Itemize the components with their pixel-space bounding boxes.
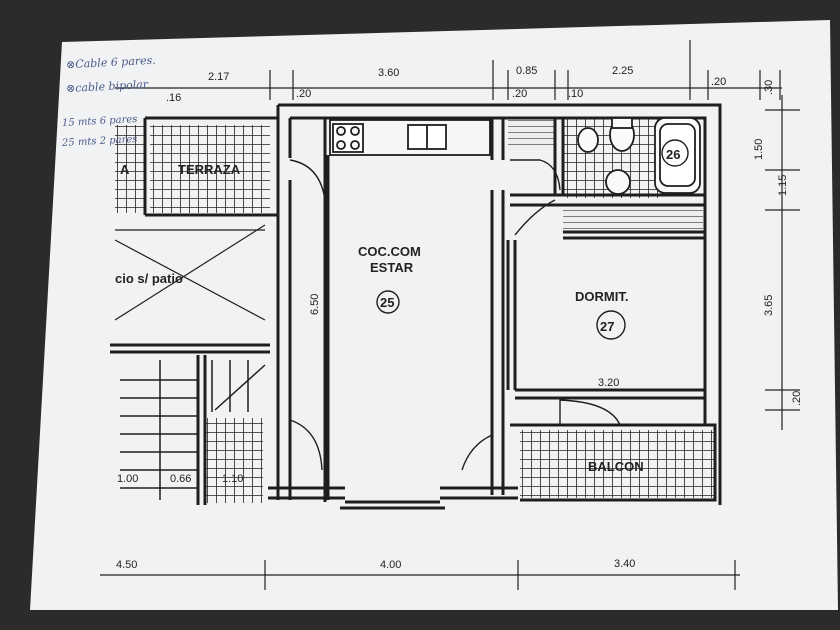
dim-top-5: .20 <box>512 88 527 100</box>
dim-top-4: 3.60 <box>378 67 399 79</box>
balcon-floor <box>520 430 715 498</box>
stair-landing-floor <box>205 418 263 503</box>
dim-top-9: .20 <box>711 76 726 88</box>
stairs <box>120 360 266 500</box>
pantry-hatch <box>508 118 556 150</box>
paper-sheet <box>30 20 838 610</box>
dim-top-7: .10 <box>568 88 583 100</box>
dim-top-8: 2.25 <box>612 65 633 77</box>
walls <box>110 103 722 510</box>
kitchen-counter <box>329 119 491 156</box>
dim-bottom-1: 4.50 <box>116 559 137 571</box>
room-25-circle <box>376 290 400 314</box>
dim-top-2: .16 <box>166 92 181 104</box>
dim-top-6: 0.85 <box>516 65 537 77</box>
kitchen-label-2: ESTAR <box>370 260 414 275</box>
dim-bottom-2: 4.00 <box>380 559 401 571</box>
patio-label: cio s/ patio <box>115 271 183 286</box>
top-dimension-line <box>115 40 782 100</box>
dim-bottom-3: 3.40 <box>614 558 635 570</box>
dormit-label: DORMIT. <box>575 289 628 304</box>
closet-hatch <box>563 202 703 234</box>
bottom-dimension-line <box>100 560 740 590</box>
balcon-label: BALCON <box>588 459 644 474</box>
kitchen-label-1: COC.COM <box>358 244 421 259</box>
dim-dormit-width: 3.20 <box>598 377 619 389</box>
dim-top-3: .20 <box>296 88 311 100</box>
dim-top-1: 2.17 <box>208 71 229 83</box>
terraza-floor <box>150 125 270 213</box>
dim-lower-left-3: 1.10 <box>222 473 243 485</box>
bath-number: 26 <box>666 147 680 162</box>
dormit-number: 27 <box>600 319 614 334</box>
kitchen-number: 25 <box>380 295 394 310</box>
dim-right-2: 1.15 <box>777 175 789 196</box>
room-26-circle <box>661 139 689 167</box>
dim-top-10: .30 <box>763 80 775 95</box>
door-swings <box>289 159 621 471</box>
bath-fixtures <box>577 117 701 195</box>
room-27-circle <box>596 310 626 340</box>
dim-right-1: 1.50 <box>753 139 765 160</box>
dim-lower-left-1: 1.00 <box>117 473 138 485</box>
dim-right-3: 3.65 <box>763 295 775 316</box>
patio-void-lines <box>114 224 266 321</box>
dim-lower-left-2: 0.66 <box>170 473 191 485</box>
dim-kitchen-height: 6.50 <box>309 294 321 315</box>
dim-right-4: .20 <box>791 391 803 406</box>
terraza-label: TERRAZA <box>178 162 241 177</box>
right-dimension-line <box>765 95 800 430</box>
partial-label-a: A <box>120 162 130 177</box>
terraza-left-floor <box>115 125 145 213</box>
